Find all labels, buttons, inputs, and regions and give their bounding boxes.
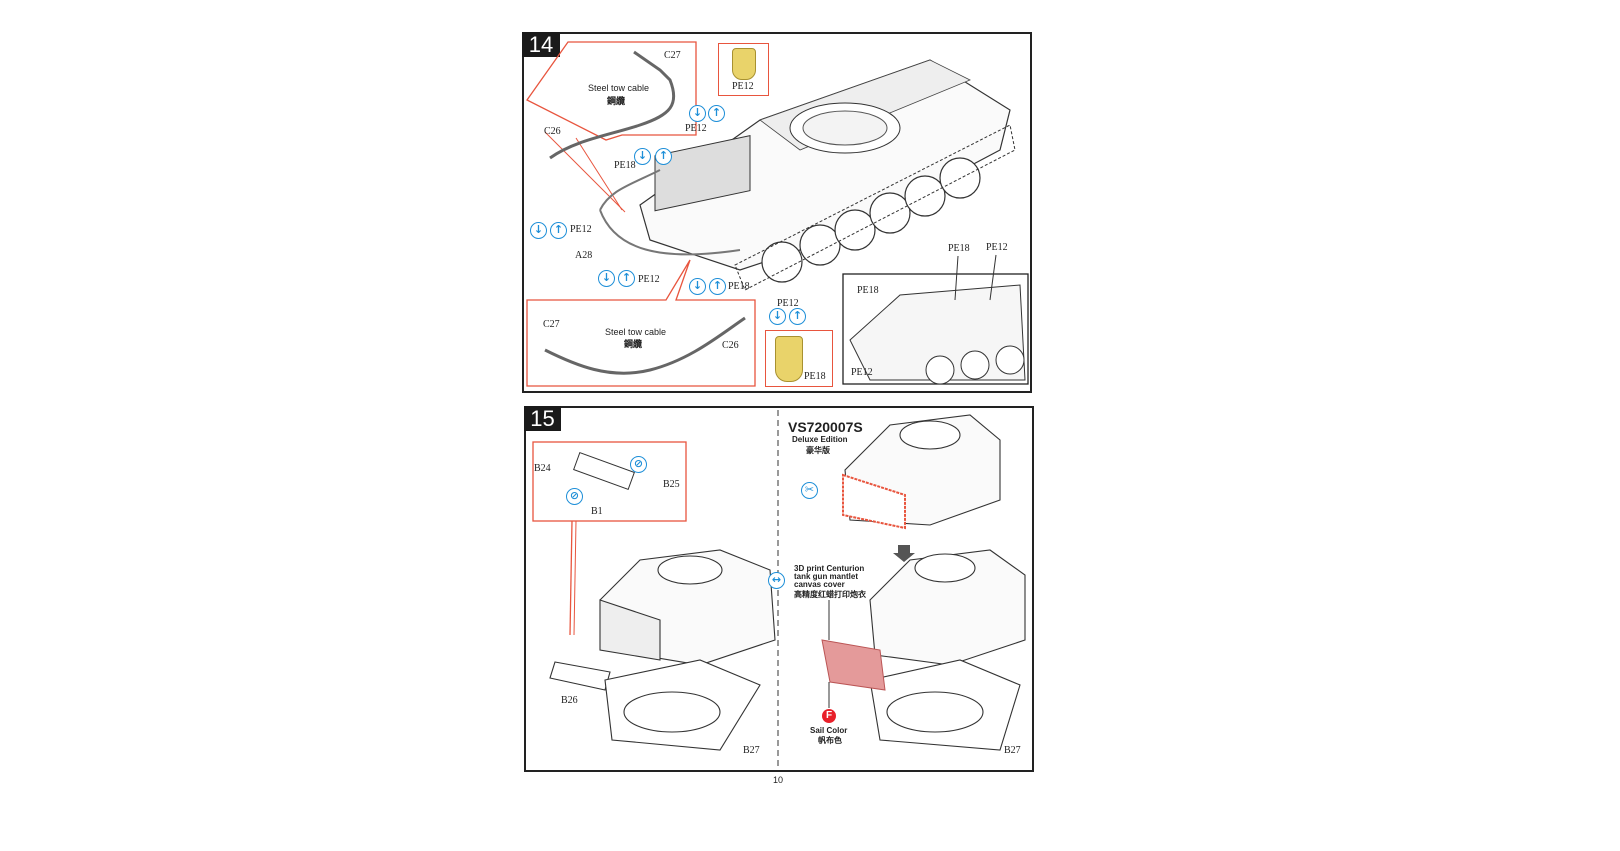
part-desc-line1: 3D print Centurion: [794, 564, 865, 573]
label-pe18: PE18: [614, 160, 636, 171]
cable-callout-top: [526, 41, 697, 141]
label-pe12: PE12: [851, 367, 873, 378]
label-b27: B27: [1004, 745, 1021, 756]
page-number: 10: [773, 775, 784, 785]
label-pe12: PE12: [732, 81, 754, 92]
fold-down-icon: ↓: [769, 308, 786, 325]
fold-up-icon: ↑: [709, 278, 726, 295]
road-wheels: [761, 157, 981, 283]
paint-code-badge: F: [822, 709, 836, 723]
pe18-part-image: [775, 336, 803, 382]
label-c26: C26: [722, 340, 739, 351]
color-name-cn: 帆布色: [818, 736, 842, 745]
resin-canvas-cover: [821, 639, 886, 691]
deluxe-edition: Deluxe Edition: [792, 435, 848, 444]
fold-up-icon: ↑: [550, 222, 567, 239]
label-b27: B27: [743, 745, 760, 756]
color-name: Sail Color: [810, 726, 848, 735]
pe12-part-image: [732, 48, 756, 80]
label-c26: C26: [544, 126, 561, 137]
label-steel-tow-cable: Steel tow cable: [588, 83, 650, 93]
fold-up-icon: ↑: [618, 270, 635, 287]
label-b26: B26: [561, 695, 578, 706]
part-desc-cn: 高精度红蜡打印炮衣: [794, 590, 866, 599]
fold-down-icon: ↓: [689, 278, 706, 295]
step-15-number: 15: [524, 406, 561, 431]
assemble-icon: ↔: [768, 572, 785, 589]
cut-icon: ✂: [801, 482, 818, 499]
fold-down-icon: ↓: [634, 148, 651, 165]
remove-icon: ⊘: [630, 456, 647, 473]
pe12-part-box: [718, 43, 769, 96]
deluxe-code: VS720007S: [788, 419, 863, 435]
fold-up-icon: ↑: [789, 308, 806, 325]
part-desc-line2: tank gun mantlet: [794, 572, 859, 581]
label-pe12: PE12: [570, 224, 592, 235]
label-pe18: PE18: [857, 285, 879, 296]
label-steel-tow-cable: Steel tow cable: [605, 327, 667, 337]
pe18-part-box: [765, 330, 833, 387]
remove-icon: ⊘: [566, 488, 583, 505]
turret-right-top: [842, 414, 1001, 530]
label-pe12: PE12: [777, 298, 799, 309]
deluxe-edition-cn: 豪华版: [806, 446, 830, 455]
tow-cable-top: [549, 50, 676, 160]
turret-right-bottom: [869, 549, 1026, 751]
label-pe18: PE18: [804, 371, 826, 382]
fold-down-icon: ↓: [598, 270, 615, 287]
label-c27: C27: [543, 319, 560, 330]
label-pe12: PE12: [986, 242, 1008, 253]
fold-down-icon: ↓: [530, 222, 547, 239]
label-c27: C27: [664, 50, 681, 61]
step-14-number: 14: [522, 32, 560, 57]
turret-left: [549, 549, 776, 751]
label-a28: A28: [575, 250, 593, 261]
fold-down-icon: ↓: [689, 105, 706, 122]
fold-up-icon: ↑: [655, 148, 672, 165]
label-steel-tow-cable-cn: 鋼纜: [607, 96, 626, 106]
fold-up-icon: ↑: [708, 105, 725, 122]
tow-cable-bottom: [544, 316, 746, 375]
label-b25: B25: [663, 479, 680, 490]
label-pe18: PE18: [728, 281, 750, 292]
arrow-down-icon: [893, 545, 915, 562]
label-b1: B1: [591, 506, 603, 517]
label-b24: B24: [534, 463, 551, 474]
label-steel-tow-cable-cn: 鋼纜: [624, 339, 643, 349]
part-desc-line3: canvas cover: [794, 580, 845, 589]
label-pe12: PE12: [638, 274, 660, 285]
label-pe12: PE12: [685, 123, 707, 134]
label-pe18: PE18: [948, 243, 970, 254]
